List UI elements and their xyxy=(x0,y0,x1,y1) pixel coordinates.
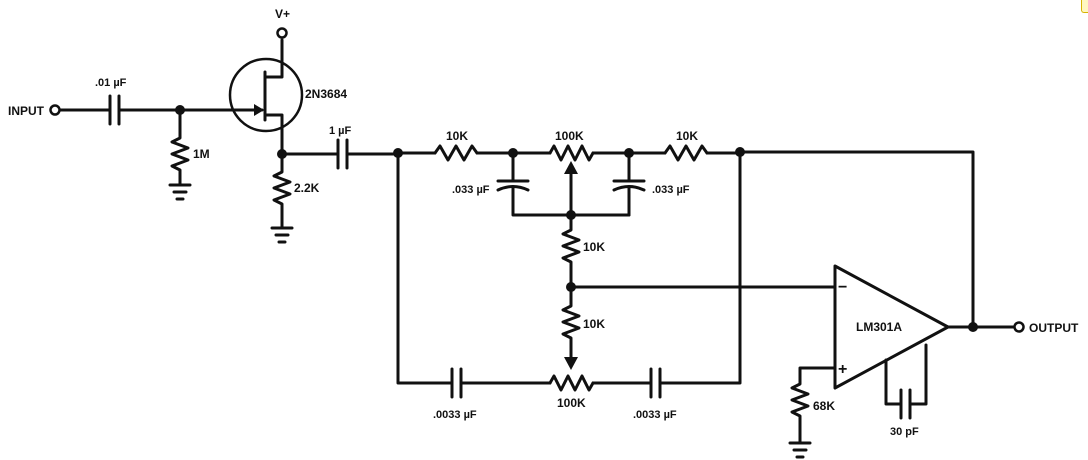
input-terminal xyxy=(49,104,61,116)
bias-resistor-label: 68K xyxy=(813,399,835,413)
top-output-wire xyxy=(738,150,975,329)
top-right-capacitor-label: .033 µF xyxy=(652,184,690,196)
top-right-resistor xyxy=(663,144,709,162)
input-label: INPUT xyxy=(8,104,45,118)
mid-upper-resistor xyxy=(561,213,581,289)
compensation-capacitor-label: 30 pF xyxy=(890,426,919,438)
output-terminal xyxy=(1013,321,1025,333)
compensation-capacitor xyxy=(884,343,928,420)
opamp-lm301a xyxy=(833,264,950,390)
left-vertical-wire xyxy=(396,151,454,385)
output-label: OUTPUT xyxy=(1029,321,1079,335)
opamp-label: LM301A xyxy=(856,320,902,334)
bottom-potentiometer xyxy=(548,374,595,392)
mid-upper-resistor-label: 10K xyxy=(583,240,605,254)
bottom-potentiometer-label: 100K xyxy=(557,396,586,410)
jfet-label: 2N3684 xyxy=(305,87,347,101)
gate-resistor xyxy=(170,108,190,182)
mid-lower-resistor-label: 10K xyxy=(583,317,605,331)
vplus-label: V+ xyxy=(275,7,290,21)
top-left-resistor-label: 10K xyxy=(446,129,468,143)
bottom-right-capacitor-label: .0033 µF xyxy=(633,409,677,421)
source-resistor-label: 2.2K xyxy=(294,181,320,195)
input-capacitor-label: .01 µF xyxy=(95,77,127,89)
source-resistor xyxy=(272,152,292,226)
top-potentiometer xyxy=(548,144,595,217)
ground-symbol-gate xyxy=(168,178,192,201)
bottom-left-capacitor-label: .0033 µF xyxy=(433,409,477,421)
bias-resistor xyxy=(790,366,837,442)
top-right-capacitor xyxy=(612,151,646,217)
top-right-resistor-label: 10K xyxy=(676,129,698,143)
top-left-capacitor xyxy=(496,151,631,217)
vplus-terminal xyxy=(276,27,288,39)
ground-symbol-source xyxy=(270,222,294,244)
mid-lower-resistor xyxy=(561,285,581,370)
top-left-capacitor-label: .033 µF xyxy=(452,184,490,196)
top-potentiometer-label: 100K xyxy=(555,129,584,143)
ground-symbol-bias xyxy=(788,438,812,459)
opamp-noninverting-sign: + xyxy=(838,361,847,378)
top-left-resistor xyxy=(433,144,479,162)
opamp-inverting-sign: − xyxy=(838,279,847,296)
coupling-capacitor-label: 1 µF xyxy=(329,125,352,137)
jfet-transistor xyxy=(228,38,304,152)
right-vertical-wire xyxy=(658,150,742,385)
corner-tab xyxy=(1081,0,1088,13)
gate-resistor-label: 1M xyxy=(193,147,210,161)
node-output xyxy=(968,322,978,332)
